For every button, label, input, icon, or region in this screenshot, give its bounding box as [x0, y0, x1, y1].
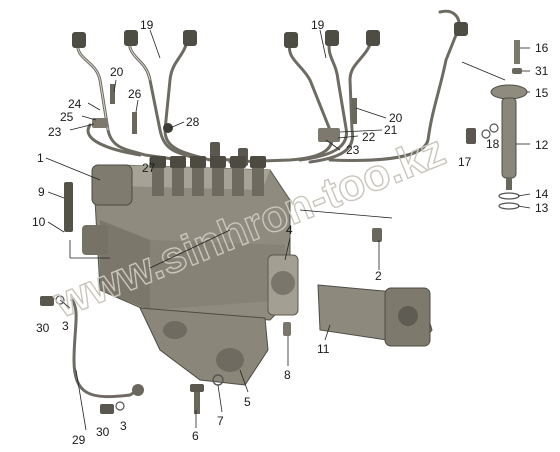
callout-3b: 3 [120, 419, 127, 433]
injector-body [501, 97, 517, 179]
callout-30b: 30 [96, 425, 110, 439]
pipe-clamp [318, 128, 340, 142]
callout-10: 10 [32, 215, 46, 229]
callout-9: 9 [38, 185, 45, 199]
callout-17: 17 [458, 155, 472, 169]
callout-5: 5 [244, 395, 251, 409]
sensor-2 [372, 228, 382, 242]
clamp-bolt [132, 112, 137, 134]
callout-22: 22 [362, 130, 376, 144]
delivery-valve [150, 156, 166, 168]
callout-31: 31 [535, 64, 549, 78]
delivery-valve [230, 156, 246, 168]
pipe-clamp [92, 118, 108, 128]
callout-30: 30 [36, 321, 50, 335]
bolt-6 [194, 388, 200, 414]
pump-element [252, 168, 264, 196]
injector-nut [325, 30, 339, 46]
callout-1: 1 [37, 151, 44, 165]
injector-nozzle [506, 178, 512, 190]
stud-9 [64, 182, 73, 232]
drive-hub [271, 271, 295, 295]
injector-nut [284, 32, 298, 48]
copper-washer [481, 129, 491, 139]
callout-24: 24 [68, 97, 82, 111]
pump-element [172, 168, 184, 196]
o-ring [498, 192, 520, 200]
callout-23-left: 23 [48, 125, 62, 139]
callout-11: 11 [317, 342, 330, 356]
injector-nut [124, 30, 138, 46]
callout-29: 29 [72, 433, 86, 447]
pump-element [232, 168, 244, 196]
callout-20-left: 20 [110, 65, 124, 79]
injector-nut [72, 32, 86, 48]
copper-washer [489, 123, 499, 133]
callout-6: 6 [192, 429, 199, 443]
washer-3 [55, 295, 65, 305]
banjo-bolt [466, 128, 476, 144]
oil-pipe-29 [70, 298, 140, 399]
callout-28: 28 [186, 115, 200, 129]
sleeve-8 [283, 322, 291, 336]
callout-25: 25 [60, 110, 74, 124]
callout-20-right: 20 [389, 111, 403, 125]
callout-2: 2 [375, 269, 382, 283]
banjo-bolt-30b [100, 404, 114, 414]
clamp-bolt [110, 84, 115, 104]
callout-19-left: 19 [140, 18, 154, 32]
callout-7: 7 [217, 414, 224, 428]
callout-26: 26 [128, 87, 142, 101]
clamp-nut [163, 123, 173, 133]
small-parts [40, 182, 382, 414]
callout-3: 3 [62, 319, 69, 333]
washer [512, 68, 522, 74]
banjo-fitting [132, 384, 144, 396]
stud [514, 40, 520, 64]
pump-element [212, 168, 224, 196]
drive-adaptor [317, 284, 433, 347]
feed-pump [82, 225, 108, 255]
injection-pump [82, 156, 299, 321]
callout-8: 8 [284, 368, 291, 382]
delivery-valve [250, 156, 266, 168]
callout-14: 14 [535, 187, 549, 201]
callout-23-right: 23 [346, 143, 360, 157]
callout-4: 4 [286, 223, 293, 237]
injector-nut [366, 30, 380, 46]
injection-pipes-left [72, 30, 212, 162]
clamp-bolt [352, 98, 357, 124]
pump-element [152, 168, 164, 196]
callout-19-right: 19 [311, 18, 325, 32]
callout-27: 27 [142, 161, 156, 175]
pump-element [192, 168, 204, 196]
callout-labels: 1 2 3 3 4 5 6 7 8 9 10 11 12 13 14 15 16… [32, 18, 549, 447]
delivery-valve [190, 156, 206, 168]
callout-21: 21 [384, 123, 398, 137]
delivery-valve [170, 156, 186, 168]
bolt-head-6 [190, 384, 204, 392]
pump-bracket [139, 307, 269, 386]
leader-lines [45, 29, 531, 431]
injector-nut [183, 30, 197, 46]
delivery-valve [210, 156, 226, 168]
seal-washer [498, 202, 520, 210]
callout-15: 15 [535, 86, 549, 100]
governor-housing [91, 164, 133, 206]
injector-assembly [466, 40, 528, 210]
callout-13: 13 [535, 201, 549, 215]
banjo-bolt-30 [40, 296, 54, 306]
injector-clamp-plate [490, 84, 528, 100]
callout-12: 12 [535, 138, 549, 152]
callout-16: 16 [535, 41, 549, 55]
injector-nut [454, 22, 468, 36]
callout-18: 18 [486, 137, 500, 151]
washer-3b [115, 401, 125, 411]
